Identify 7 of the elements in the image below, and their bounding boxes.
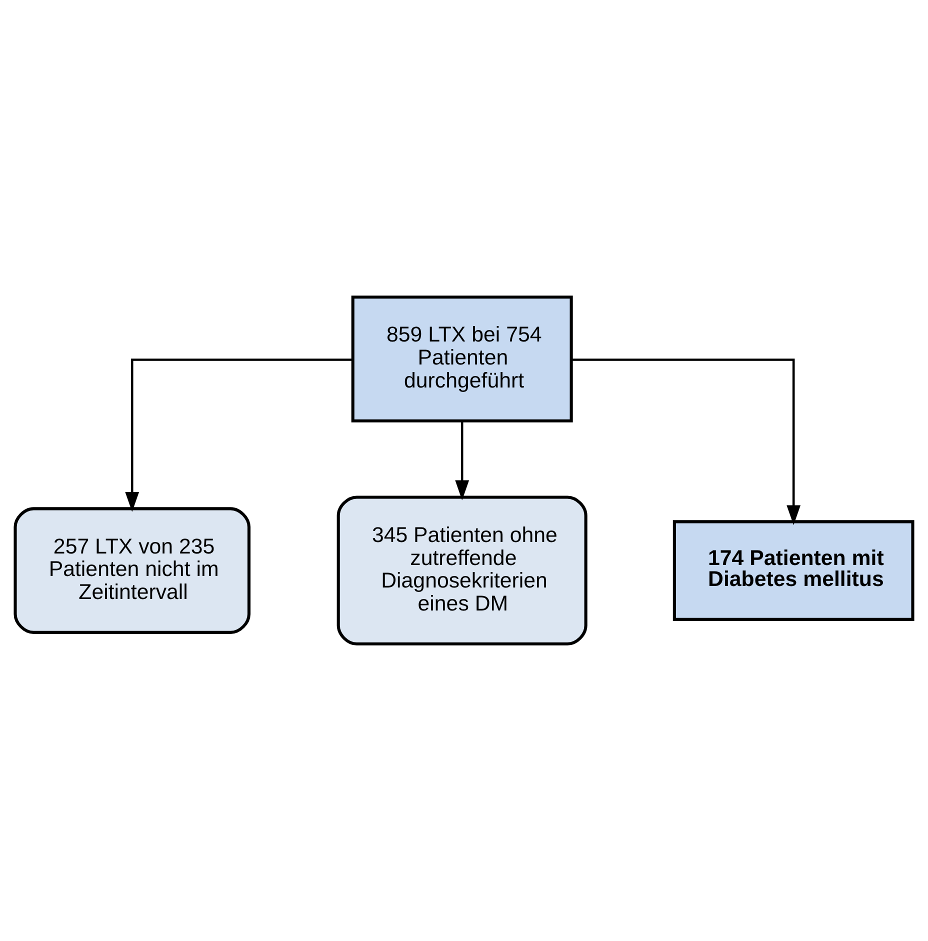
node-box: 859 LTX bei 754 Patienten durchgeführt xyxy=(351,296,573,422)
arrow xyxy=(455,421,470,500)
node-box: 174 Patienten mit Diabetes mellitus xyxy=(672,520,914,621)
arrow xyxy=(125,358,353,512)
node-box: 257 LTX von 235 Patienten nicht im Zeitintervall xyxy=(14,507,250,634)
node-box: 345 Patienten ohne zutreffende Diagnosekriterien eines DM xyxy=(336,496,588,646)
arrow xyxy=(572,358,801,526)
